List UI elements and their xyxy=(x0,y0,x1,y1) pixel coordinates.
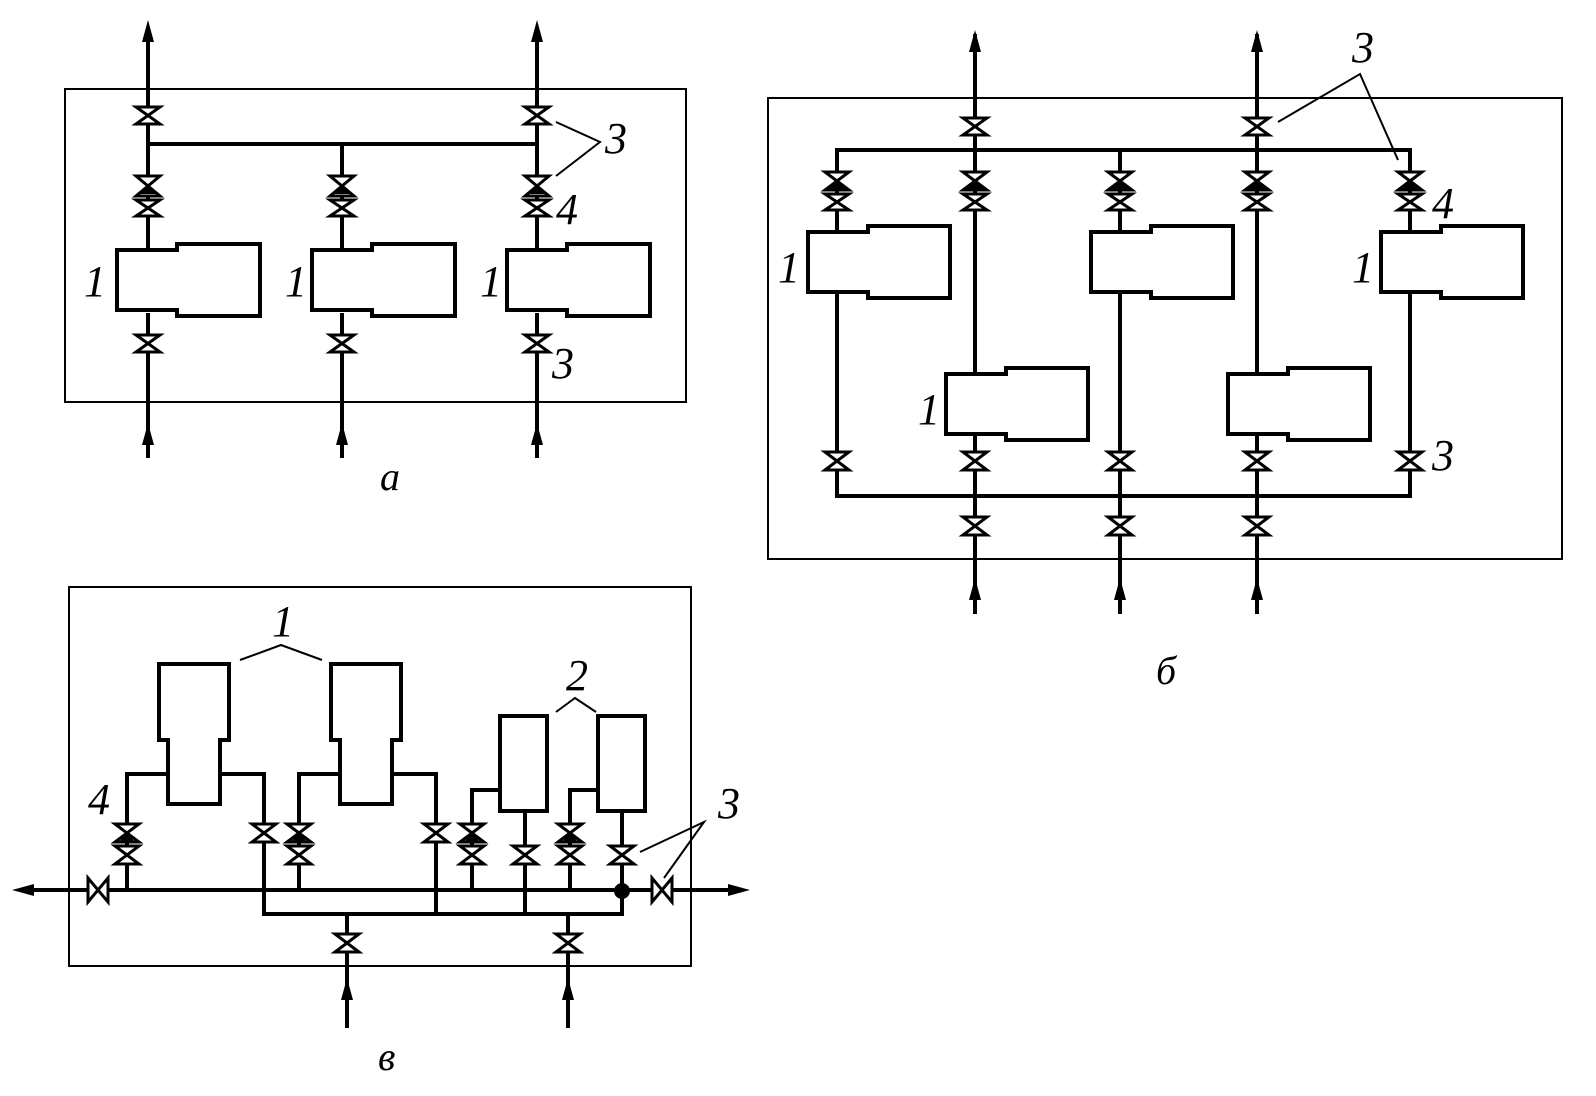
a-check-valve-3 xyxy=(520,174,554,218)
b-label-1c: 1 xyxy=(918,385,940,434)
c-u2-left-pipe xyxy=(297,772,342,892)
b-inlet-arrow-3 xyxy=(1251,578,1263,600)
diagram-c-frame xyxy=(68,586,692,967)
c-valve-inlet-2 xyxy=(551,932,585,954)
a-inlet-arrow-1 xyxy=(142,423,154,445)
a-unit-1 xyxy=(115,242,262,318)
a-label-4: 4 xyxy=(556,185,578,234)
b-valve-in-3 xyxy=(1240,515,1274,537)
a-valve-bot-1 xyxy=(131,333,165,354)
b-outlet-arrow-2 xyxy=(1251,30,1263,52)
c-inlet-arrow-1 xyxy=(341,978,353,1000)
c-valve-u4-bottom xyxy=(605,844,639,866)
c-valve-inlet-1 xyxy=(330,932,364,954)
a-check-valve-2 xyxy=(325,174,359,218)
c-check-4 xyxy=(553,822,587,866)
diagram-c: 1 2 4 3 в xyxy=(12,586,750,1079)
a-leader-3 xyxy=(555,121,602,177)
a-unit-2 xyxy=(310,242,457,318)
b-valve-out-1 xyxy=(958,116,992,137)
b-check-1 xyxy=(820,170,854,212)
b-unit-5 xyxy=(1226,366,1372,442)
c-check-1 xyxy=(110,822,144,866)
a-valve-bot-2 xyxy=(325,333,359,354)
c-lower-collector xyxy=(262,890,624,916)
b-leader-3 xyxy=(1277,72,1399,161)
c-label-1: 1 xyxy=(272,597,294,646)
b-label-1b: 1 xyxy=(1352,243,1374,292)
b-valve-bot-4 xyxy=(1240,450,1274,472)
b-valve-in-1 xyxy=(958,515,992,537)
c-leader-2 xyxy=(555,696,597,713)
a-inlet-arrow-3 xyxy=(531,423,543,445)
a-valve-top-2 xyxy=(520,105,554,126)
c-u1-left-pipe xyxy=(125,772,170,892)
diagram-a-frame xyxy=(64,88,687,403)
c-unit-large-2 xyxy=(329,662,403,806)
b-check-5 xyxy=(1393,170,1427,212)
b-valve-in-2 xyxy=(1103,515,1137,537)
a-check-valve-1 xyxy=(131,174,165,218)
c-valve-u1-right xyxy=(247,822,281,844)
a-label-1b: 1 xyxy=(285,257,307,306)
c-leader-3 xyxy=(639,819,708,879)
b-valve-out-2 xyxy=(1240,116,1274,137)
b-valve-bot-5 xyxy=(1393,450,1427,472)
c-label-3: 3 xyxy=(717,779,740,828)
b-unit-2 xyxy=(1089,224,1235,300)
c-valve-u3-bottom xyxy=(508,844,542,866)
b-label-3-top: 3 xyxy=(1351,23,1374,72)
a-outlet-arrow-2 xyxy=(531,20,543,42)
b-inlet-arrow-2 xyxy=(1114,578,1126,600)
b-check-2 xyxy=(958,170,992,212)
c-inlet-arrow-2 xyxy=(562,978,574,1000)
c-label-4: 4 xyxy=(88,775,110,824)
c-valve-header-right xyxy=(650,873,674,907)
a-label-1a: 1 xyxy=(84,257,106,306)
a-inlet-arrow-2 xyxy=(336,423,348,445)
b-valve-bot-3 xyxy=(1103,450,1137,472)
b-label-3-bot: 3 xyxy=(1431,431,1454,480)
a-outlet-arrow-1 xyxy=(142,20,154,42)
c-label-2: 2 xyxy=(566,651,588,700)
c-check-2 xyxy=(282,822,316,866)
b-unit-3 xyxy=(1379,224,1525,300)
diagram-b-frame xyxy=(767,97,1563,560)
c-arrow-left xyxy=(12,884,34,896)
a-valve-bot-3 xyxy=(520,333,554,354)
c-valve-u2-right xyxy=(419,822,453,844)
c-check-3 xyxy=(455,822,489,866)
c-u2-right-pipe xyxy=(390,772,438,916)
b-label-4: 4 xyxy=(1432,179,1454,228)
b-check-3 xyxy=(1103,170,1137,212)
caption-a: а xyxy=(380,454,400,499)
a-unit-3 xyxy=(505,242,652,318)
c-arrow-right xyxy=(728,884,750,896)
b-unit-1 xyxy=(806,224,952,300)
b-valve-bot-1 xyxy=(820,450,854,472)
a-label-1c: 1 xyxy=(480,257,502,306)
b-valve-bot-2 xyxy=(958,450,992,472)
c-leader-1 xyxy=(239,643,323,661)
b-inlet-arrow-1 xyxy=(969,578,981,600)
c-unit-small-2 xyxy=(596,714,647,813)
b-label-1a: 1 xyxy=(778,243,800,292)
caption-c: в xyxy=(378,1034,395,1079)
diagram-b: 3 4 1 1 1 3 б xyxy=(767,23,1563,693)
c-unit-small-1 xyxy=(498,714,549,813)
c-u1-right-pipe xyxy=(218,772,266,916)
b-unit-4 xyxy=(944,366,1090,442)
diagram-a: 1 1 1 3 4 3 а xyxy=(64,20,687,499)
c-valve-header-left xyxy=(86,873,110,907)
b-check-4 xyxy=(1240,170,1274,212)
c-junction-dot xyxy=(614,883,630,899)
b-outlet-arrow-1 xyxy=(969,30,981,52)
c-unit-large-1 xyxy=(157,662,231,806)
a-label-3-bot: 3 xyxy=(551,339,574,388)
caption-b: б xyxy=(1156,648,1178,693)
a-valve-top-1 xyxy=(131,105,165,126)
a-label-3-top: 3 xyxy=(604,114,627,163)
